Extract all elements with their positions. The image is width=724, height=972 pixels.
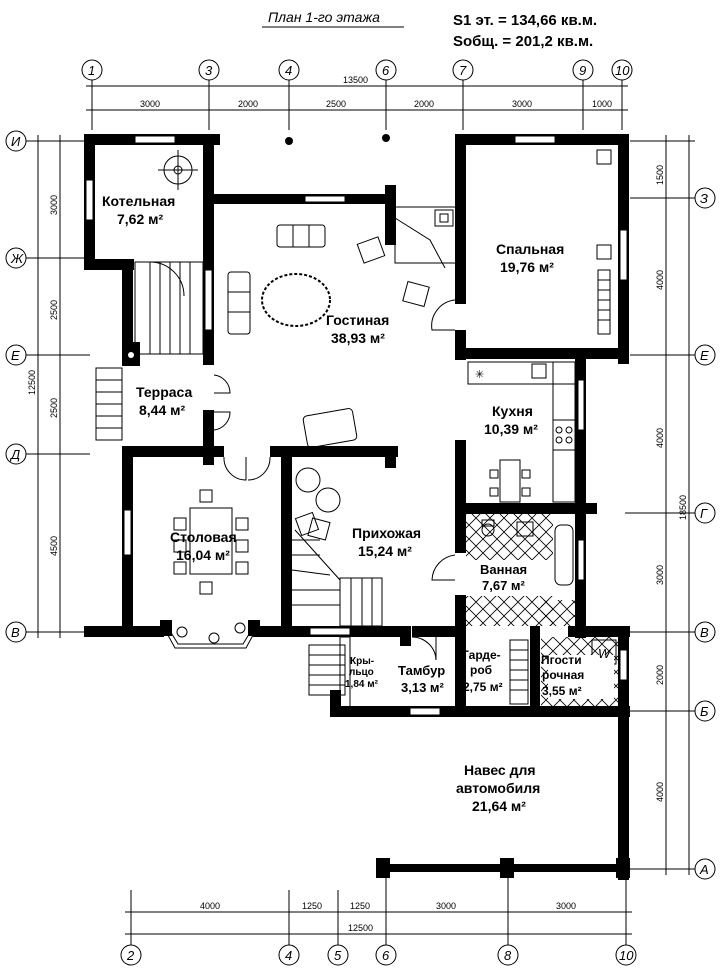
left-axis-label: Д — [9, 447, 20, 462]
room-area-hall: 15,24 м² — [358, 543, 412, 559]
room-area-living: 38,93 м² — [331, 330, 385, 346]
room-name-carport: Навес для — [464, 762, 536, 778]
right-dim: 4000 — [655, 428, 665, 448]
room-name-living: Гостиная — [326, 312, 389, 328]
bottom-total-dim: 12500 — [348, 923, 373, 933]
top-axis-label: 6 — [382, 63, 390, 78]
room-area-terrace: 8,44 м² — [139, 402, 185, 418]
plan-title: План 1-го этажа — [268, 9, 380, 25]
bottom-dim: 1250 — [350, 901, 370, 911]
bottom-dim: 3000 — [436, 901, 456, 911]
room-name-laundry: рочная — [542, 668, 584, 682]
right-dim: 2000 — [655, 665, 665, 685]
top-axis-label: 4 — [285, 63, 292, 78]
right-axis-label: В — [700, 625, 709, 640]
room-area-porch: 1,84 м² — [345, 679, 379, 690]
right-axis-label: Б — [700, 704, 709, 719]
room-name-wardrobe: Гарде- — [462, 648, 501, 662]
right-axis-label: А — [699, 862, 709, 877]
left-total-dim: 12500 — [27, 370, 37, 395]
top-axis-label: 10 — [615, 63, 630, 78]
right-dim: 3000 — [655, 565, 665, 585]
room-area-wardrobe: 2,75 м² — [463, 680, 503, 694]
room-area-bath: 7,67 м² — [482, 578, 526, 593]
room-area-laundry: 3,55 м² — [542, 684, 582, 698]
left-axis-label: Е — [11, 348, 20, 363]
right-dim: 4000 — [655, 270, 665, 290]
room-area-vestibule: 3,13 м² — [401, 680, 445, 695]
room-area-dining: 16,04 м² — [176, 547, 230, 563]
room-name-porch: Кры- — [350, 656, 374, 667]
room-name-carport: автомобиля — [456, 780, 540, 796]
bottom-axis-label: 2 — [126, 948, 135, 963]
bottom-dim: 1250 — [302, 901, 322, 911]
room-area-kitchen: 10,39 м² — [484, 421, 538, 437]
bottom-dim: 4000 — [200, 901, 220, 911]
room-name-hall: Прихожая — [352, 525, 421, 541]
top-axis-label: 1 — [88, 63, 95, 78]
top-axes — [81, 59, 633, 130]
top-dim: 2500 — [326, 99, 346, 109]
right-axis-label: Г — [700, 506, 708, 521]
column-marker — [382, 134, 390, 142]
top-axis-label: 9 — [579, 63, 586, 78]
top-dim: 3000 — [512, 99, 532, 109]
boiler-mark: W — [598, 646, 612, 661]
laundry-tiles — [541, 600, 575, 626]
bottom-axis-label: 5 — [334, 948, 342, 963]
right-dim: 1500 — [655, 165, 665, 185]
windows — [85, 135, 628, 716]
svg-text:✳: ✳ — [475, 369, 484, 381]
right-axis-label: Е — [700, 348, 709, 363]
top-dim: 1000 — [592, 99, 612, 109]
left-axes — [5, 130, 90, 643]
left-axis-label: И — [11, 134, 21, 149]
top-dim: 2000 — [238, 99, 258, 109]
top-dim: 3000 — [140, 99, 160, 109]
right-axis-label: З — [700, 191, 708, 206]
room-name-dining: Столовая — [170, 529, 237, 545]
bottom-axes — [120, 870, 637, 966]
top-axis-label: 7 — [459, 63, 467, 78]
floor-area: S1 эт. = 134,66 кв.м. — [453, 12, 597, 29]
bottom-dim: 3000 — [556, 901, 576, 911]
room-name-terrace: Терраса — [136, 384, 192, 400]
room-area-carport: 21,64 м² — [472, 798, 526, 814]
room-name-porch: льцо — [349, 667, 374, 678]
bottom-axis-label: 6 — [382, 948, 390, 963]
right-axes — [625, 135, 716, 880]
top-dim: 2000 — [414, 99, 434, 109]
room-name-kitchen: Кухня — [492, 403, 533, 419]
left-axis-label: В — [11, 625, 20, 640]
room-name-bedroom: Спальная — [496, 241, 564, 257]
room-name-bath: Ванная — [480, 562, 527, 577]
room-name-vestibule: Тамбур — [398, 663, 445, 678]
right-dim: 4000 — [655, 782, 665, 802]
left-axis-label: Ж — [10, 251, 24, 266]
room-area-bedroom: 19,76 м² — [500, 259, 554, 275]
right-total-dim: 18500 — [678, 495, 688, 520]
room-name-wardrobe: роб — [470, 663, 492, 677]
bottom-axis-label: 8 — [504, 948, 512, 963]
top-total-dim: 13500 — [343, 75, 368, 85]
room-name-boiler: Котельная — [102, 193, 175, 209]
left-dim: 4500 — [49, 536, 59, 556]
bottom-axis-label: 4 — [285, 948, 292, 963]
bottom-axis-label: 10 — [619, 948, 634, 963]
top-axis-label: 3 — [205, 63, 213, 78]
room-name-laundry: Пгости — [541, 653, 582, 667]
left-dim: 2500 — [49, 300, 59, 320]
room-area-boiler: 7,62 м² — [117, 211, 163, 227]
total-area: Sобщ. = 201,2 кв.м. — [453, 33, 593, 50]
fixtures — [95, 149, 617, 708]
column-marker — [285, 137, 293, 145]
left-dim: 2500 — [49, 398, 59, 418]
left-dim: 3000 — [49, 195, 59, 215]
